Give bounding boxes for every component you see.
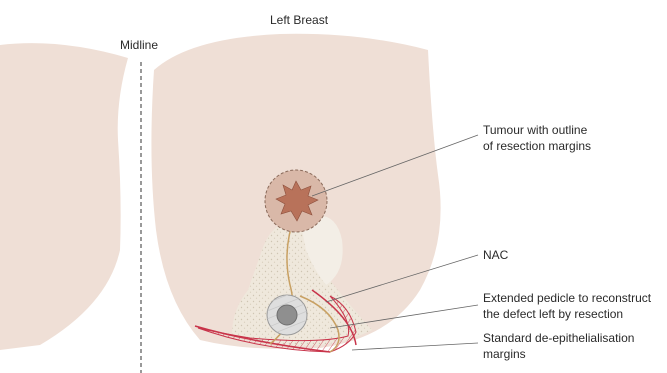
margins-leader [352, 343, 478, 350]
midline-label: Midline [120, 38, 158, 52]
tumour-label-line2: of resection margins [483, 139, 591, 153]
margins-label-line1: Standard de-epithelialisation [483, 331, 634, 345]
right-breast-shape [0, 43, 128, 350]
diagram-title: Left Breast [270, 13, 329, 27]
pedicle-label-line1: Extended pedicle to reconstruct [483, 291, 652, 305]
nac-label: NAC [483, 248, 509, 262]
tumour-label-line1: Tumour with outline [483, 123, 588, 137]
margins-label-line2: margins [483, 347, 526, 361]
pedicle-label-line2: the defect left by resection [483, 307, 623, 321]
